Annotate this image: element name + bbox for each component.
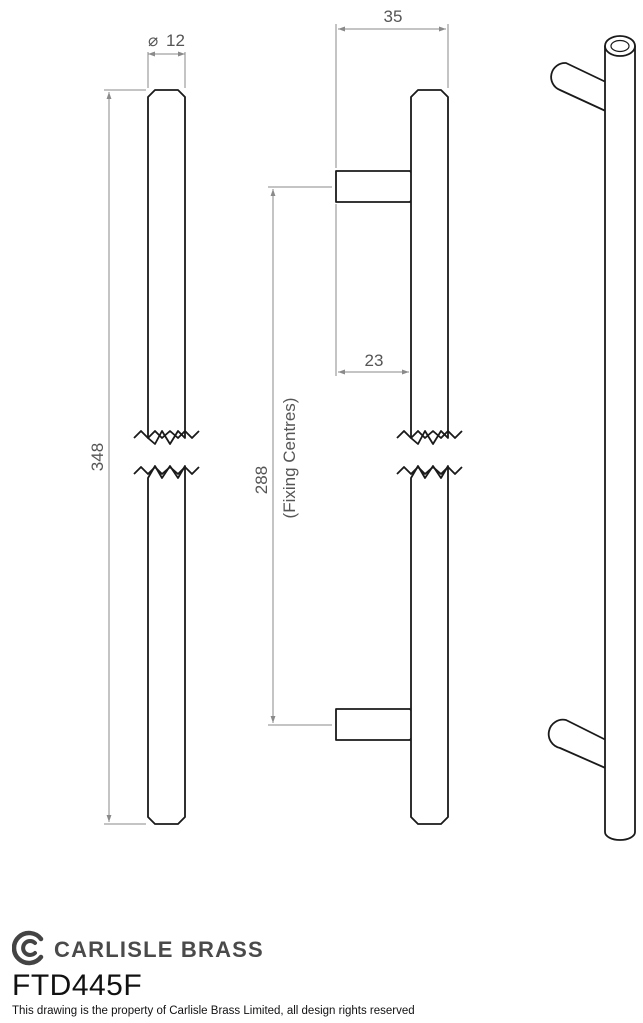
front-bar-lower: [147, 465, 186, 825]
front-break-top: [133, 430, 200, 439]
diameter-value: 12: [166, 31, 185, 50]
perspective-view: [547, 35, 636, 841]
side-bar-lower: [410, 465, 449, 825]
side-bar-upper: [410, 89, 449, 445]
product-code: FTD445F: [12, 969, 143, 1002]
carlisle-brass-logo-icon: [11, 930, 48, 971]
standoff-value: 23: [365, 351, 384, 370]
fixing-centres-value: 288: [252, 466, 271, 494]
side-break-bottom: [396, 466, 463, 475]
perspective-bar-top: [604, 35, 636, 57]
upper-leg: [335, 170, 418, 203]
brand-name: CARLISLE BRASS: [54, 937, 264, 962]
perspective-leg-lower: [547, 718, 611, 771]
fixing-centres-note: (Fixing Centres): [280, 398, 299, 519]
front-break-bottom: [133, 466, 200, 475]
disclaimer: This drawing is the property of Carlisle…: [12, 1005, 415, 1017]
side-view: 35 23 288 (Fixing Centres): [252, 7, 463, 825]
perspective-bar: [604, 45, 636, 841]
projection-value: 35: [384, 7, 403, 26]
front-bar-upper: [147, 89, 186, 445]
brand-block: CARLISLE BRASS: [11, 930, 264, 971]
side-break-top: [396, 430, 463, 439]
front-view: ⌀ 12 348: [88, 31, 200, 825]
diameter-symbol: ⌀: [148, 31, 158, 50]
lower-leg: [335, 708, 418, 741]
overall-length-value: 348: [88, 443, 107, 471]
perspective-leg-upper: [550, 62, 611, 114]
